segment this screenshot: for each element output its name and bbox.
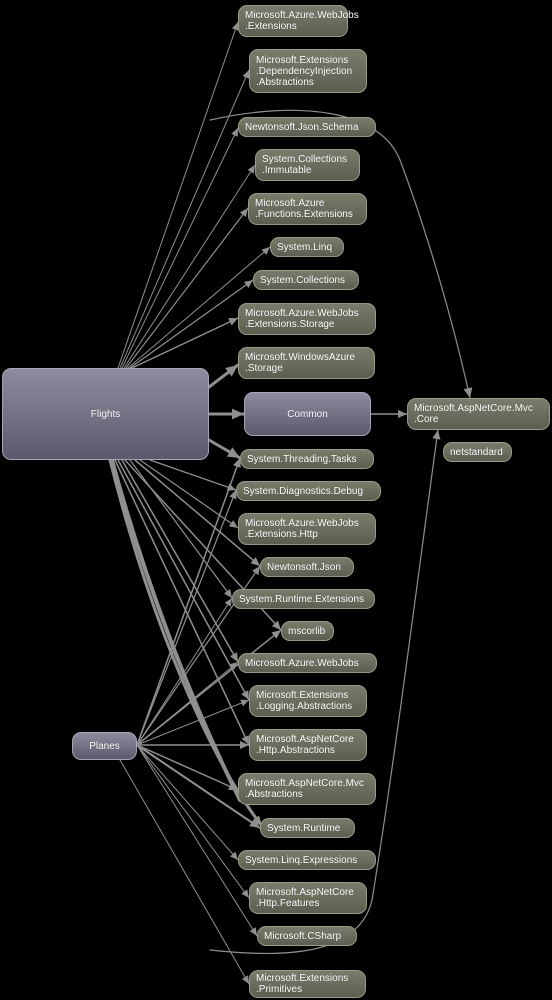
edge-flights-collections [129, 279, 254, 369]
node-system-threading-tasks[interactable]: System.Threading.Tasks [240, 449, 374, 469]
node-system-collections-immutable[interactable]: System.Collections .Immutable [255, 149, 360, 181]
node-microsoft-azure-webjobs-extensions-http[interactable]: Microsoft.Azure.WebJobs .Extensions.Http [238, 513, 376, 545]
edge-planes-linq-expr [136, 744, 239, 861]
edge-flights-immutable [123, 164, 256, 369]
arrowhead-flights-runtime-ext [223, 588, 232, 598]
arrowhead-planes-http-abstractions [240, 740, 249, 750]
node-microsoft-aspnetcore-mvc-abstractions[interactable]: Microsoft.AspNetCore.Mvc .Abstractions [238, 773, 376, 805]
arrowhead-flights-linq [261, 247, 270, 255]
arrowhead-planes-runtime-ext [224, 598, 232, 607]
node-common[interactable]: Common [244, 392, 371, 436]
node-microsoft-aspnetcore-http-abstractions[interactable]: Microsoft.AspNetCore .Http.Abstractions [249, 729, 367, 761]
arrowhead-planes-threading [233, 458, 241, 468]
node-microsoft-windowsazure-storage[interactable]: Microsoft.WindowsAzure .Storage [238, 347, 375, 379]
node-system-collections[interactable]: System.Collections [253, 270, 359, 290]
edge-flights-di [119, 69, 250, 369]
arrowhead-planes-newtonsoft [252, 566, 260, 576]
arrowhead-flights-functions-ext [239, 208, 248, 217]
arrowhead-flights-common [232, 408, 244, 420]
edge-flights-http-abstractions [114, 459, 250, 746]
edge-flights-newtonsoft [134, 459, 261, 567]
edge-planes-primitives [119, 759, 250, 985]
node-microsoft-extensions-primitives[interactable]: Microsoft.Extensions .Primitives [249, 970, 366, 998]
arrowhead-planes-webjobs [229, 662, 238, 670]
node-newtonsoft-json-schema[interactable]: Newtonsoft.Json.Schema [238, 117, 376, 137]
edge-json-schema-mvc-core [209, 109, 471, 399]
edge-flights-webjobs [121, 459, 239, 663]
edge-flights-webjobs-ext [117, 21, 239, 369]
edge-planes-debug [136, 489, 237, 746]
node-system-linq[interactable]: System.Linq [270, 237, 344, 257]
edge-flights-http-ext [139, 459, 239, 529]
arrowhead-flights-mscorlib [271, 620, 281, 630]
arrowhead-flights-webjobs [230, 652, 238, 662]
arrowhead-flights-runtime [252, 815, 262, 826]
arrowhead-flights-di [242, 70, 250, 79]
node-microsoft-extensions-dependencyinjection-abstractions[interactable]: Microsoft.Extensions .DependencyInjectio… [249, 49, 367, 93]
edge-planes-mvc-abstractions [136, 744, 239, 791]
arrowhead-planes-debug [229, 490, 237, 500]
edge-planes-http-features [136, 744, 250, 899]
arrowhead-flights-http-ext [228, 520, 238, 528]
edge-flights-linq [127, 246, 271, 369]
edge-flights-logging [117, 459, 250, 701]
arrowhead-flights-storage-ext [228, 318, 238, 326]
edge-planes-runtime [136, 744, 261, 829]
arrowhead-planes-mscorlib [271, 630, 281, 639]
node-microsoft-aspnetcore-http-features[interactable]: Microsoft.AspNetCore .Http.Features [249, 882, 367, 914]
node-system-runtime-extensions[interactable]: System.Runtime.Extensions [232, 589, 375, 609]
edge-planes-webjobs [136, 661, 239, 746]
arrowhead-planes-mvc-abstractions [228, 782, 238, 791]
edge-flights-runtime [108, 458, 264, 828]
node-flights[interactable]: Flights [2, 368, 209, 460]
arrowhead-planes-linq-expr [230, 851, 238, 860]
arrowhead-flights-logging [241, 690, 249, 700]
edge-bottom-mvc-core [209, 429, 439, 955]
node-netstandard[interactable]: netstandard [443, 442, 512, 462]
node-planes[interactable]: Planes [72, 732, 137, 760]
edge-planes-csharp [136, 744, 258, 937]
arrowhead-common-mvc-core [398, 409, 407, 419]
arrowhead-flights-http-abstractions [241, 735, 249, 745]
arrowhead-flights-immutable [247, 165, 255, 174]
arrowhead-planes-runtime [249, 818, 260, 828]
arrowhead-planes-csharp [249, 927, 257, 936]
edge-planes-threading [136, 457, 241, 746]
edge-flights-debug [149, 459, 237, 491]
arrowhead-flights-json-schema [231, 128, 238, 137]
node-system-runtime[interactable]: System.Runtime [260, 818, 355, 838]
arrowhead-planes-primitives [241, 975, 249, 984]
node-microsoft-azure-webjobs-extensions-storage[interactable]: Microsoft.Azure.WebJobs .Extensions.Stor… [238, 303, 376, 335]
arrowhead-planes-http-features [241, 889, 249, 898]
edge-flights-functions-ext [125, 207, 249, 369]
arrowhead-planes-logging [240, 699, 249, 707]
edge-planes-runtime-ext [136, 597, 233, 746]
node-mscorlib[interactable]: mscorlib [281, 621, 334, 641]
node-microsoft-csharp[interactable]: Microsoft.CSharp [257, 926, 357, 946]
arrowhead-flights-collections [243, 280, 253, 288]
edge-flights-json-schema [121, 127, 239, 369]
arrowhead-bottom-mvc-core [432, 430, 441, 440]
arrowhead-flights-threading [226, 447, 240, 458]
node-microsoft-azure-webjobs[interactable]: Microsoft.Azure.WebJobs [238, 653, 377, 673]
arrowhead-flights-windowsazure [225, 365, 238, 377]
arrowhead-json-schema-mvc-core [463, 387, 473, 398]
node-system-linq-expressions[interactable]: System.Linq.Expressions [238, 850, 376, 870]
edge-planes-logging [136, 699, 250, 746]
node-microsoft-extensions-logging-abstractions[interactable]: Microsoft.Extensions .Logging.Abstractio… [249, 685, 367, 717]
arrowhead-flights-newtonsoft [250, 557, 260, 566]
node-newtonsoft-json[interactable]: Newtonsoft.Json [260, 557, 354, 577]
edge-flights-storage-ext [131, 317, 239, 369]
node-microsoft-azure-functions-extensions[interactable]: Microsoft.Azure .Functions.Extensions [248, 193, 367, 225]
node-microsoft-azure-webjobs-extensions[interactable]: Microsoft.Azure.WebJobs .Extensions [238, 5, 359, 37]
arrowhead-flights-webjobs-ext [231, 22, 239, 31]
node-microsoft-aspnetcore-mvc-core[interactable]: Microsoft.AspNetCore.Mvc .Core [407, 398, 550, 430]
node-system-diagnostics-debug[interactable]: System.Diagnostics.Debug [236, 481, 381, 501]
